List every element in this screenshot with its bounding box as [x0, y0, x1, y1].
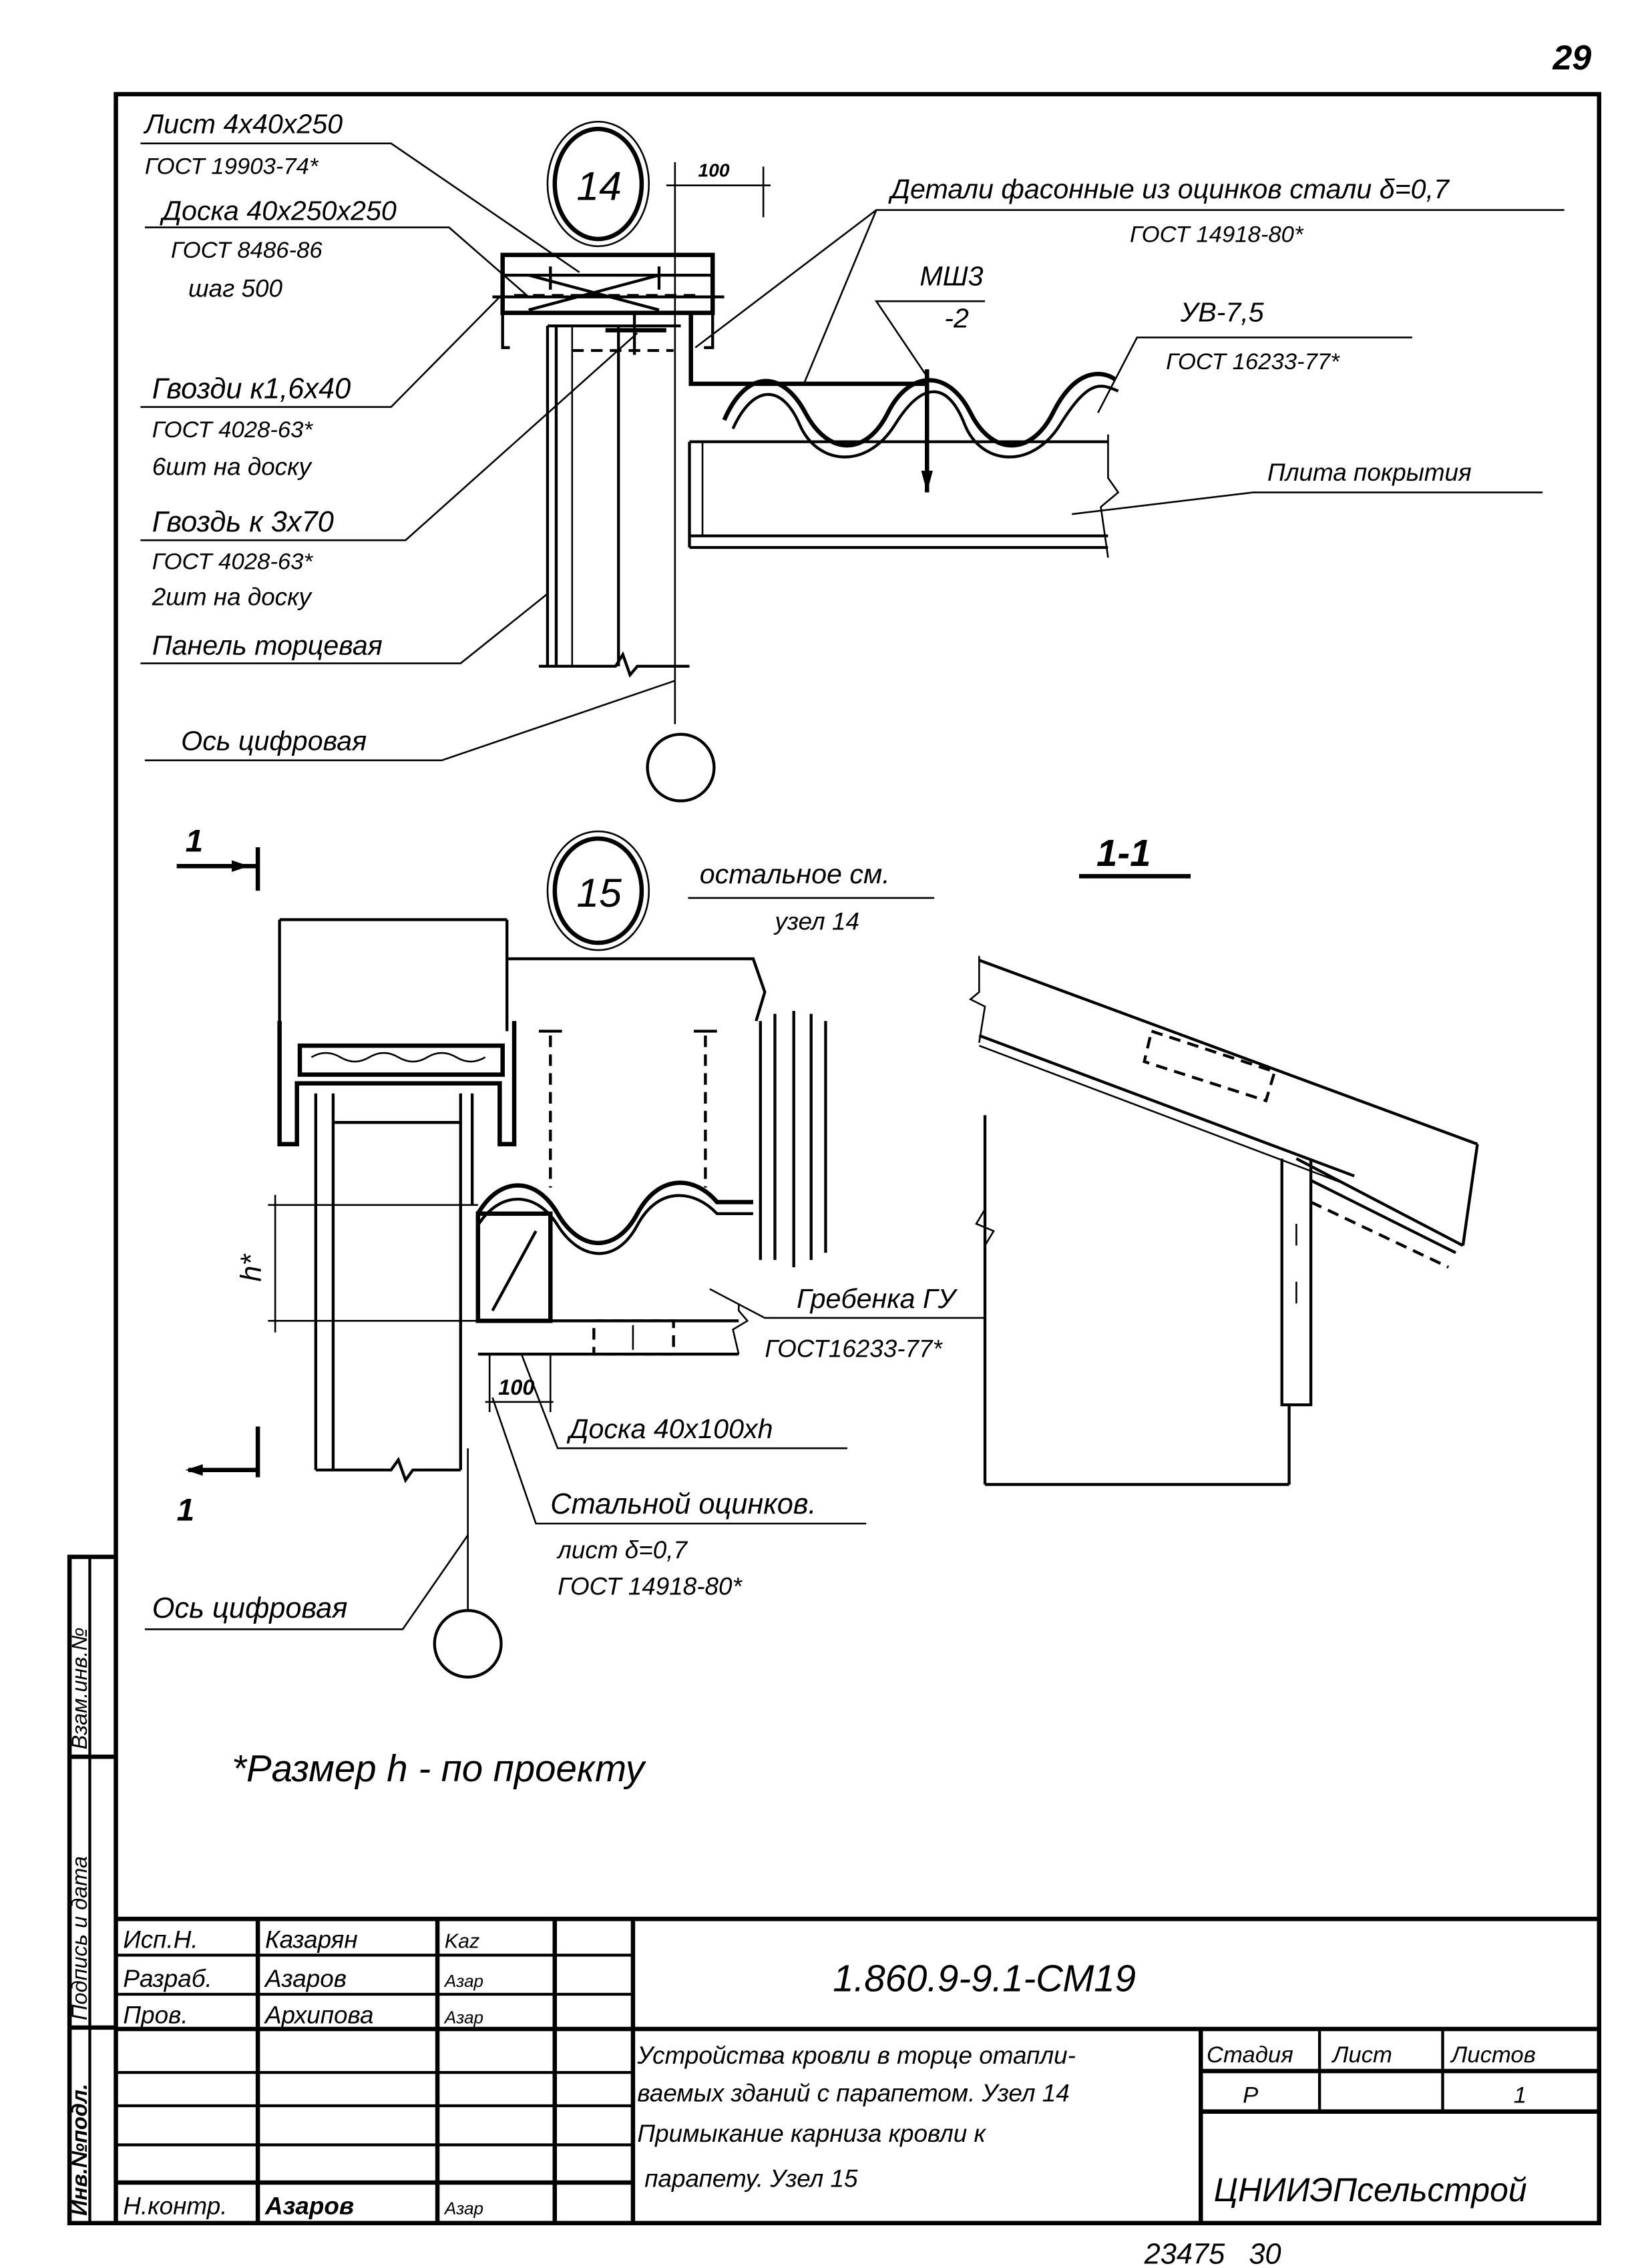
label-comb: Гребенка ГУ	[797, 1283, 958, 1314]
label-steel-std: ГОСТ 14918-80*	[558, 1572, 743, 1600]
label-sheet-std: ГОСТ 19903-74*	[145, 154, 319, 179]
title-block: Исп.Н. Казарян Kaz Разраб. Азаров Азар П…	[116, 1916, 1599, 2223]
tb-sign-0: Kaz	[445, 1931, 479, 1953]
detail-15-marker: 15	[576, 870, 622, 915]
label-axis-14: Ось цифровая	[181, 726, 367, 756]
section-mark-top: 1	[186, 824, 204, 859]
detail-14-dim-100: 100	[698, 160, 730, 181]
page-number: 29	[1552, 39, 1591, 77]
label-sheet-uv-std: ГОСТ 16233-77*	[1166, 349, 1340, 375]
section-title: 1-1	[1096, 832, 1151, 874]
label-slab: Плита покрытия	[1267, 459, 1472, 486]
label-nail2-qty: 2шт на доску	[152, 584, 313, 611]
tb-name-1: Азаров	[264, 1965, 347, 1992]
section-mark-bottom: 1	[177, 1493, 195, 1528]
label-h: h*	[235, 1253, 267, 1282]
tb-title-line-1: Устройства кровли в торце отапли-	[636, 2042, 1076, 2069]
label-steel-sheet: лист δ=0,7	[556, 1536, 688, 1564]
label-nails1-qty: 6шт на доску	[152, 453, 313, 481]
tb-title-line-3: Примыкание карниза кровли к	[637, 2120, 986, 2147]
tb-name-0: Казарян	[265, 1926, 358, 1954]
label-board-15: Доска 40х100хh	[566, 1413, 773, 1444]
side-strip: Инв.№подл. Подпись и дата Взам.инв.№	[67, 1554, 116, 2225]
drawing-frame	[114, 91, 1602, 2225]
tb-organization: ЦНИИЭПсельстрой	[1214, 2171, 1527, 2209]
detail-14-marker: 14	[576, 163, 622, 208]
tb-sheet-header: Лист	[1331, 2042, 1392, 2068]
label-nail2: Гвоздь к 3х70	[152, 506, 334, 538]
label-sheet: Лист 4х40х250	[143, 109, 343, 140]
side-sign-date: Подпись и дата	[67, 1856, 91, 2020]
label-see-rest: остальное см.	[700, 859, 890, 889]
note-size-h: *Размер h - по проекту	[232, 1747, 647, 1789]
label-panel: Панель торцевая	[152, 630, 383, 661]
detail-14: 14 100	[140, 109, 1565, 803]
label-nails1-std: ГОСТ 4028-63*	[152, 417, 314, 443]
tb-sheets: 1	[1514, 2083, 1526, 2108]
detail-15-dim-100: 100	[498, 1375, 534, 1399]
label-see-ref: узел 14	[773, 908, 859, 935]
label-screw: МШ3	[919, 260, 983, 291]
tb-stage-header: Стадия	[1207, 2042, 1293, 2068]
label-board: Доска 40х250х250	[160, 196, 397, 226]
tb-role-2: Пров.	[123, 2001, 188, 2028]
side-inv-orig: Инв.№подл.	[67, 2084, 91, 2216]
bottom-stamp: 23475 30	[1144, 2238, 1281, 2268]
label-nail2-std: ГОСТ 4028-63*	[152, 549, 314, 575]
label-screw-qty: -2	[944, 302, 969, 333]
label-sheet-uv: УВ-7,5	[1180, 297, 1265, 328]
tb-name-2: Архипова	[264, 2001, 374, 2028]
detail-15: 15 остальное см. узел 14 1-1 1 1	[144, 824, 1191, 1679]
tb-stage: Р	[1243, 2083, 1258, 2108]
label-steel: Стальной оцинков.	[550, 1488, 816, 1520]
tb-role-3: Н.контр.	[123, 2193, 227, 2220]
tb-role-1: Разраб.	[123, 1965, 212, 1992]
label-board-step: шаг 500	[188, 275, 283, 302]
label-axis-15: Ось цифровая	[152, 1592, 348, 1624]
tb-role-0: Исп.Н.	[123, 1926, 198, 1954]
tb-designation: 1.860.9-9.1-СМ19	[833, 1958, 1136, 2000]
label-shaped-std: ГОСТ 14918-80*	[1130, 222, 1304, 247]
tb-title-line-2: ваемых зданий с парапетом. Узел 14	[637, 2080, 1069, 2107]
side-replace-inv: Взам.инв.№	[67, 1627, 91, 1749]
label-board-std: ГОСТ 8486-86	[171, 238, 323, 263]
tb-sign-2: Азар	[443, 2007, 483, 2027]
section-1-1	[968, 955, 1479, 1486]
tb-sign-3: Азар	[443, 2199, 483, 2219]
tb-sign-1: Азар	[443, 1971, 483, 1991]
label-nails1: Гвозди к1,6х40	[152, 373, 351, 405]
tb-sheets-header: Листов	[1450, 2042, 1536, 2068]
label-comb-std: ГОСТ16233-77*	[765, 1335, 943, 1363]
tb-title-line-4: парапету. Узел 15	[644, 2165, 858, 2192]
tb-name-3: Азаров	[264, 2193, 354, 2220]
label-shaped: Детали фасонные из оцинков стали δ=0,7	[888, 174, 1450, 204]
